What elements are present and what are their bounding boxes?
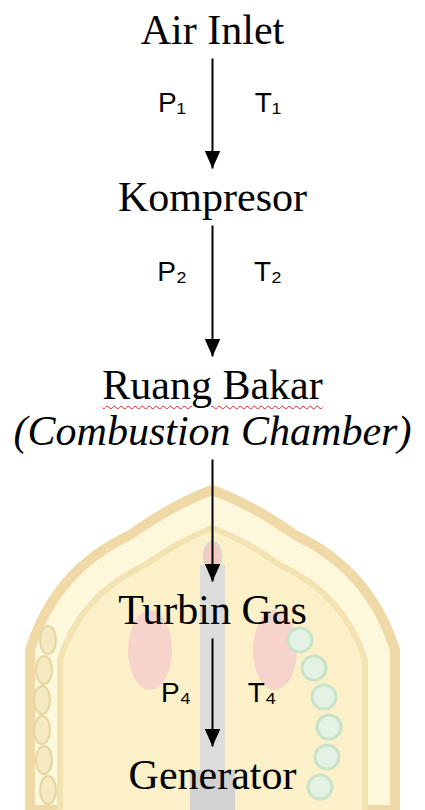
process-label: Air Inlet bbox=[135, 3, 291, 58]
flow-arrow bbox=[212, 59, 214, 169]
flow-parameter: T₁ bbox=[255, 88, 282, 119]
flow-parameter: P₁ bbox=[158, 88, 186, 119]
component-subtitle: (Combustion Chamber) bbox=[14, 408, 412, 454]
flow-arrow bbox=[212, 639, 214, 747]
wheat-symbol bbox=[34, 626, 56, 804]
component-name: Ruang Bakar bbox=[14, 362, 412, 408]
process-label: Generator bbox=[123, 748, 303, 803]
flow-parameter: P₂ bbox=[157, 257, 187, 288]
flow-parameter: T₂ bbox=[254, 257, 282, 288]
flow-parameter: P₄ bbox=[161, 678, 191, 709]
process-label: Ruang Bakar(Combustion Chamber) bbox=[8, 358, 418, 459]
process-label: Kompresor bbox=[112, 170, 313, 225]
component-name: Turbin Gas bbox=[118, 587, 307, 633]
component-name: Air Inlet bbox=[141, 7, 285, 53]
process-label: Turbin Gas bbox=[112, 583, 313, 638]
component-name: Kompresor bbox=[118, 174, 307, 220]
flow-parameter: T₄ bbox=[248, 678, 277, 709]
flow-arrow bbox=[212, 460, 214, 582]
flow-arrow bbox=[212, 226, 214, 357]
component-name: Generator bbox=[129, 752, 297, 798]
